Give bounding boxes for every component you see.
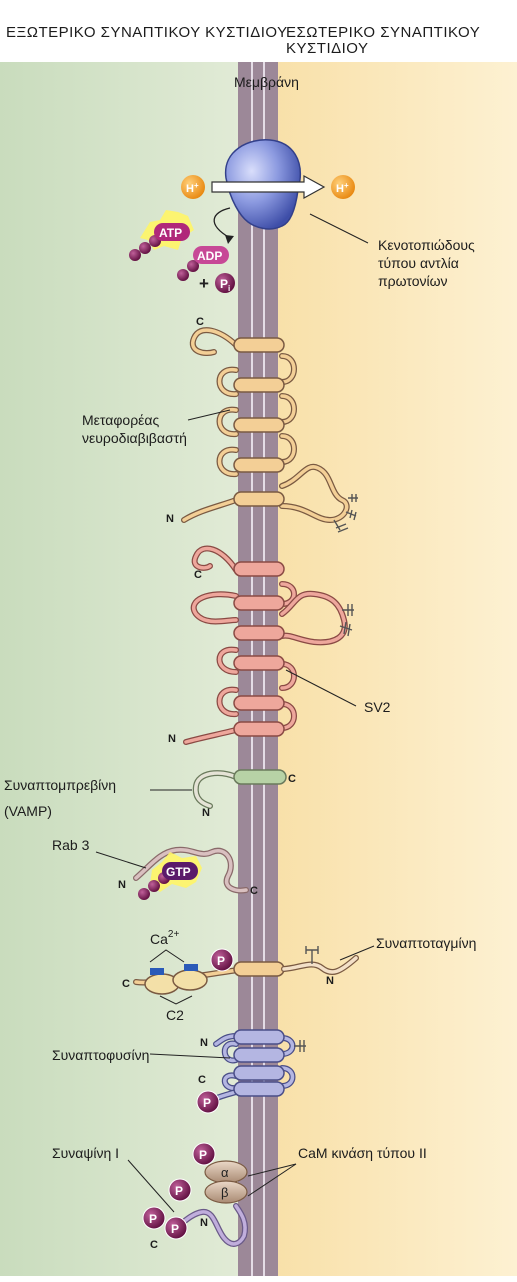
synaptotagmin-protein <box>133 955 359 995</box>
transporter-c-terminus: C <box>196 316 204 328</box>
svg-text:β: β <box>221 1185 228 1200</box>
vamp-n-terminus: N <box>202 807 210 819</box>
synapsin-protein <box>167 1203 248 1247</box>
synaptotagmin-glycan <box>305 946 319 964</box>
synapsin-n-terminus: N <box>200 1217 208 1229</box>
rab3-n-terminus: N <box>118 879 126 891</box>
transporter-label-line1: Μεταφορέας <box>82 412 159 428</box>
svg-text:GTP: GTP <box>166 865 191 879</box>
sv2-c-terminus: C <box>194 569 202 581</box>
inside-region <box>258 62 517 1276</box>
synaptophysin-phospho-icon: P <box>196 1090 220 1114</box>
synapsin-phospho-icon-2: P <box>164 1216 188 1240</box>
vamp-label-line1: Συναπτομπρεβίνη <box>4 777 116 793</box>
transporter-leader-line <box>187 409 231 421</box>
sv2-glycans <box>339 604 354 637</box>
camk-leader-line-1 <box>247 1163 297 1177</box>
calcium-bracket <box>149 949 185 963</box>
vamp-protein <box>192 769 287 809</box>
transporter-glycans <box>333 494 358 533</box>
camk-label: CaM κινάση τύπου II <box>298 1145 427 1161</box>
sv2-protein <box>183 545 348 745</box>
pump-label-line3: πρωτονίων <box>378 273 448 289</box>
synaptophysin-n-terminus: N <box>200 1037 208 1049</box>
hydrolysis-arrowhead <box>225 235 234 244</box>
synaptotagmin-n-terminus: N <box>326 975 334 987</box>
svg-text:ATP: ATP <box>159 226 182 240</box>
h-plus-inside-icon: H+ <box>331 175 355 199</box>
adp-molecule: ADP + Pi <box>177 246 235 293</box>
transporter-label-line2: νευροδιαβιβαστή <box>82 430 187 446</box>
hydrolysis-arrow <box>213 207 231 239</box>
outside-vesicle-heading: ΕΞΩΤΕΡΙΚΟ ΣΥΝΑΠΤΙΚΟΥ ΚΥΣΤΙΔΙΟΥ <box>6 24 288 41</box>
sv2-helices <box>233 561 285 737</box>
pump-label-line1: Κενοτοπιώδους <box>378 237 475 253</box>
svg-text:P: P <box>171 1222 179 1236</box>
calcium-label: Ca2+ <box>150 929 179 947</box>
camk-phospho-icon-1: P <box>192 1142 216 1166</box>
rab3-label: Rab 3 <box>52 837 90 853</box>
gtp-molecule: GTP <box>138 852 202 900</box>
synapsin-phospho-icon-1: P <box>142 1206 166 1230</box>
atp-molecule: ATP <box>129 210 194 261</box>
vamp-label-line2: (VAMP) <box>4 803 52 819</box>
rab3-leader-line <box>95 851 147 869</box>
svg-text:P: P <box>175 1184 183 1198</box>
cam-kinase-ii: α β <box>204 1160 248 1204</box>
synaptophysin-leader-line <box>149 1053 231 1059</box>
rab3-c-terminus: C <box>250 885 258 897</box>
transporter-n-terminus: N <box>166 513 174 525</box>
synaptophysin-label: Συναπτοφυσίνη <box>52 1047 149 1063</box>
c2-domain-label: C2 <box>166 1007 184 1023</box>
sv2-label: SV2 <box>364 699 391 715</box>
synaptotagmin-phospho-icon: P <box>210 948 234 972</box>
svg-text:P: P <box>203 1096 211 1110</box>
svg-text:P: P <box>149 1212 157 1226</box>
synapsin-c-terminus: C <box>150 1239 158 1251</box>
rab3-protein <box>133 846 249 894</box>
transporter-helices <box>233 337 285 507</box>
synaptophysin-helices <box>233 1029 285 1097</box>
inside-vesicle-heading-line2: ΚΥΣΤΙΔΙΟΥ <box>286 40 369 57</box>
pump-label-line2: τύπου αντλία <box>378 255 459 271</box>
synapsin-leader-line <box>127 1159 175 1213</box>
svg-text:α: α <box>221 1165 229 1180</box>
c2-bracket <box>159 995 193 1005</box>
synaptotagmin-label: Συναπτοταγμίνη <box>376 935 476 951</box>
inside-vesicle-heading-line1: ΕΣΩΤΕΡΙΚΟ ΣΥΝΑΠΤΙΚΟΥ <box>286 24 481 41</box>
vamp-c-terminus: C <box>288 773 296 785</box>
camk-leader-line-2 <box>247 1163 297 1197</box>
h-plus-outside-icon: H+ <box>181 175 205 199</box>
synapsin-label: Συναψίνη I <box>52 1145 119 1161</box>
svg-text:P: P <box>199 1148 207 1162</box>
outside-region <box>0 62 258 1276</box>
synaptotagmin-c-terminus: C <box>122 978 130 990</box>
neurotransmitter-transporter <box>181 327 350 524</box>
svg-text:Pi: Pi <box>220 277 230 293</box>
synaptotagmin-leader-line <box>339 945 375 961</box>
synaptophysin-c-terminus: C <box>198 1074 206 1086</box>
svg-text:ADP: ADP <box>197 249 222 263</box>
pump-leader-line <box>309 213 369 244</box>
sv2-n-terminus: N <box>168 733 176 745</box>
proton-arrow <box>211 174 326 200</box>
membrane-label: Μεμβράνη <box>234 74 299 90</box>
synaptophysin-glycan <box>294 1040 306 1052</box>
svg-text:P: P <box>217 954 225 968</box>
camk-phospho-icon-2: P <box>168 1178 192 1202</box>
sv2-leader-line <box>285 669 357 707</box>
svg-text:+: + <box>199 274 209 293</box>
